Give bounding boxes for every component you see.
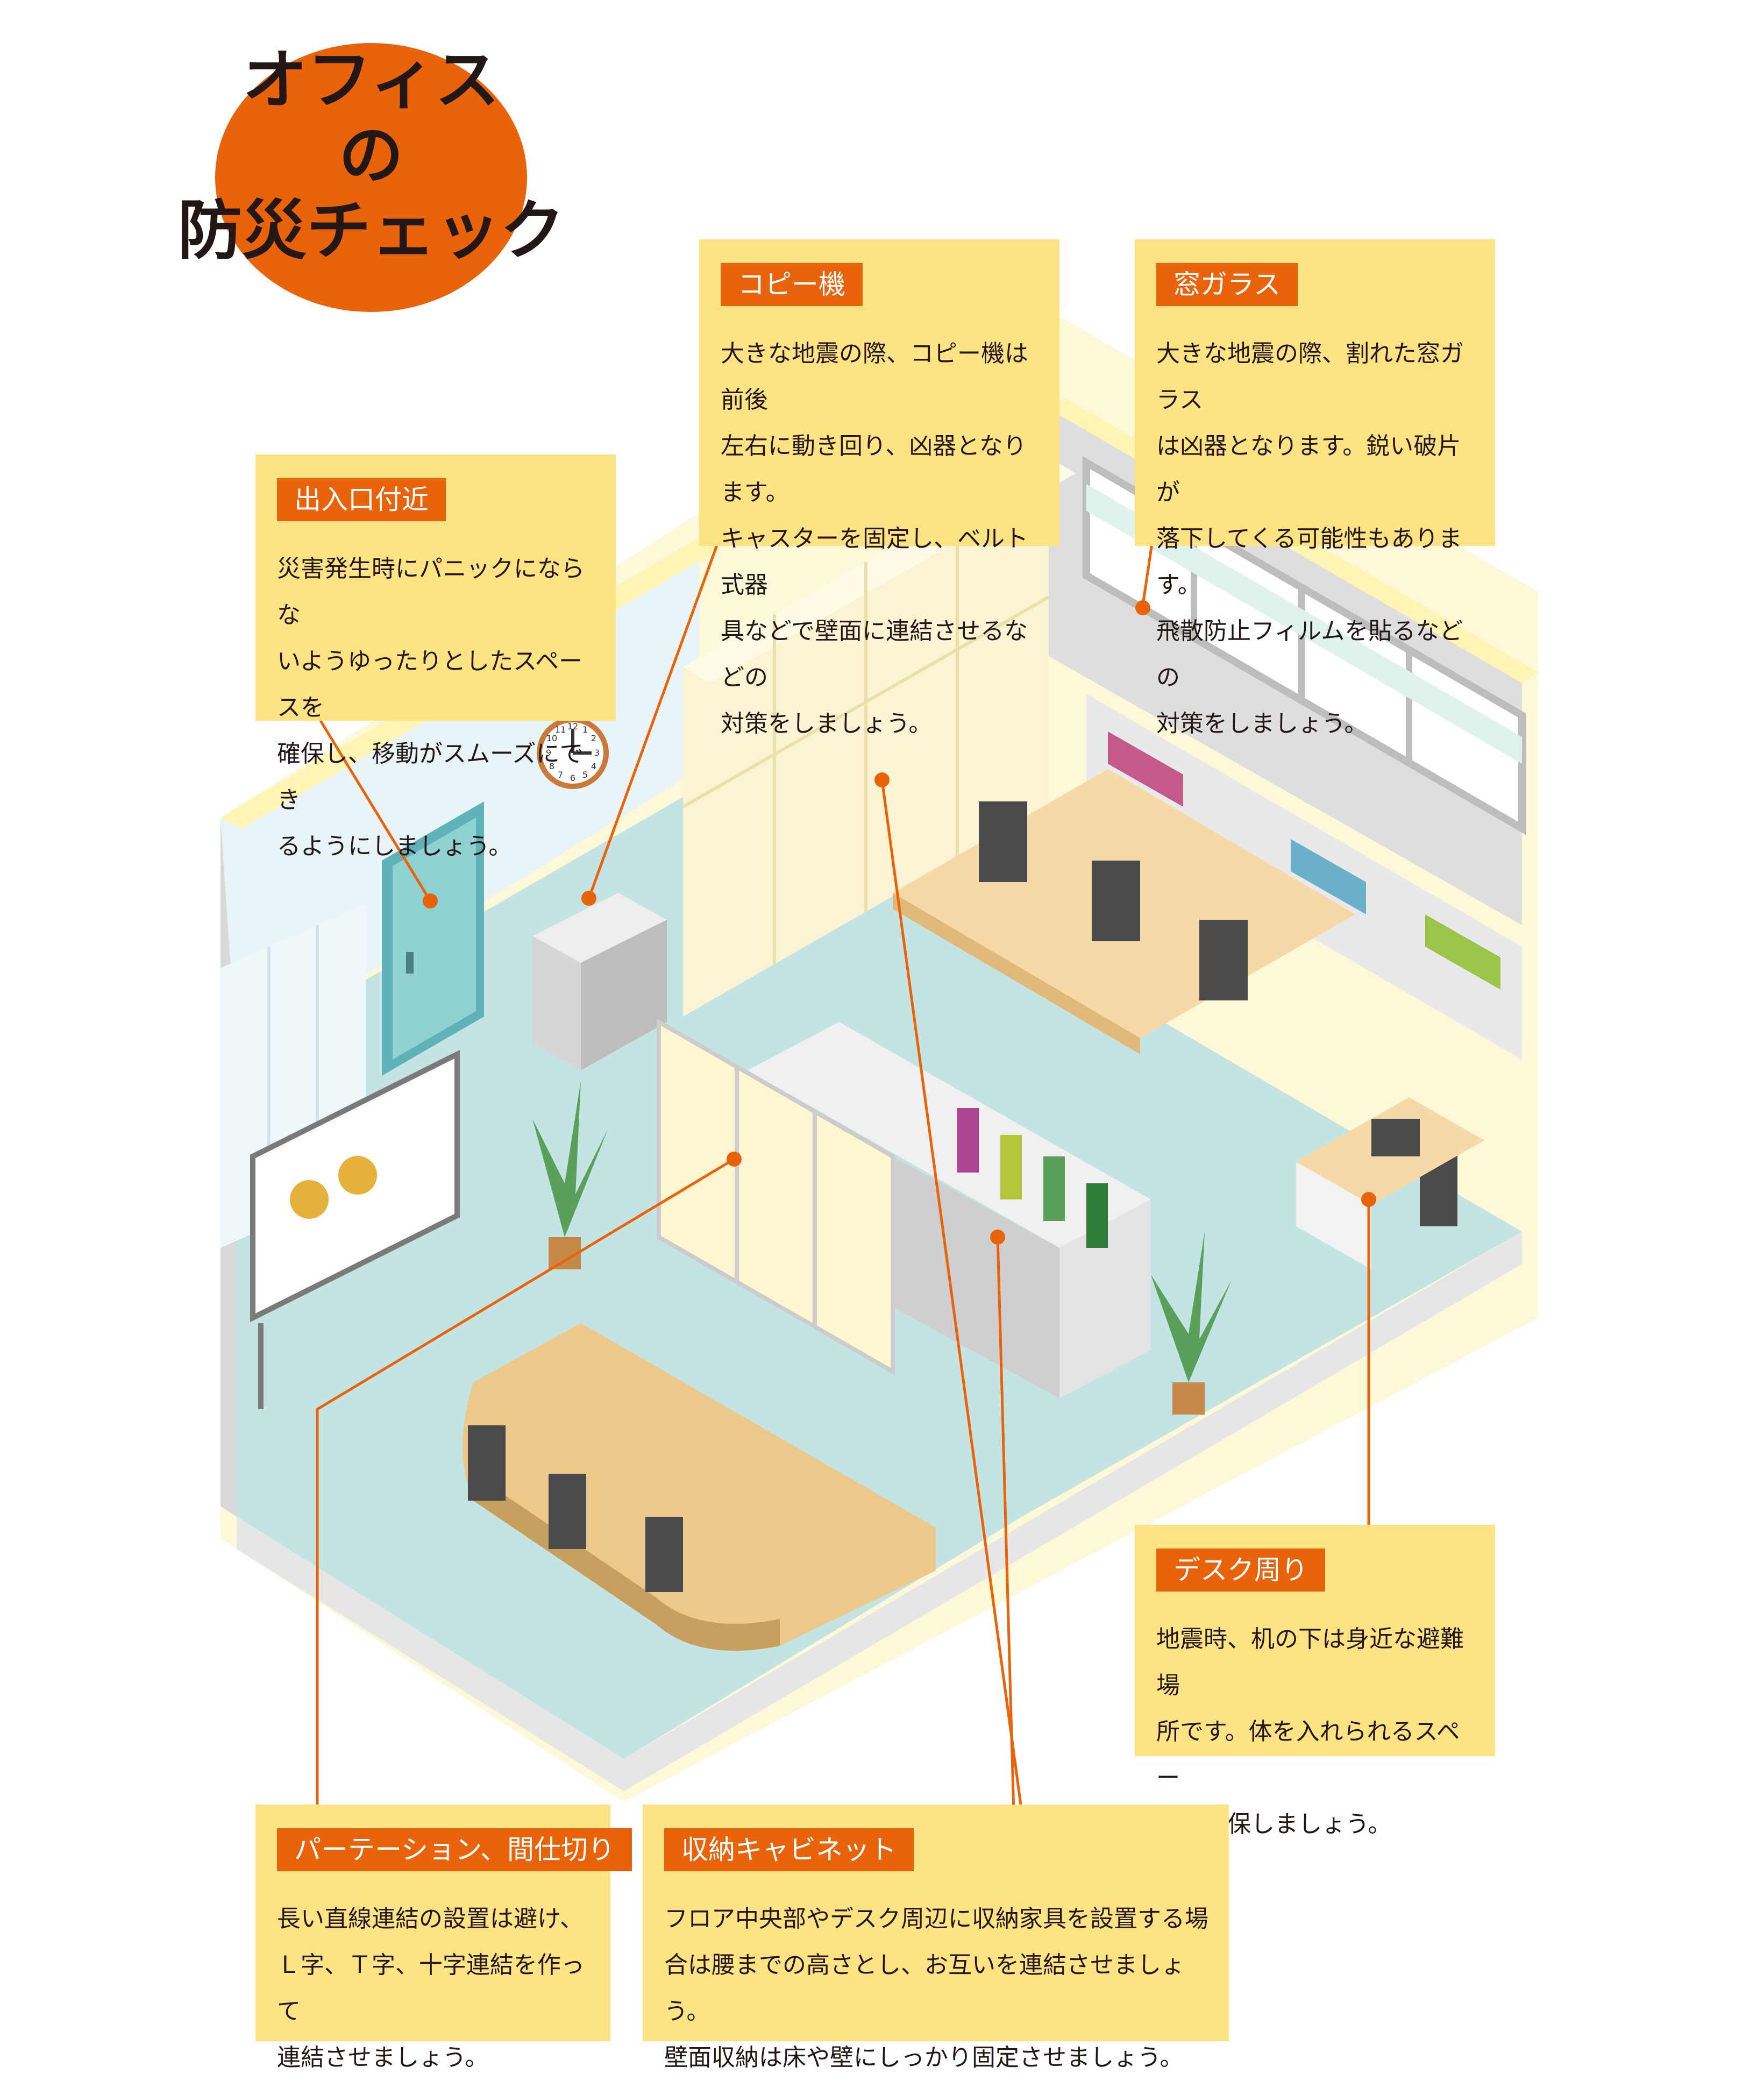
potted-plant	[1151, 1232, 1232, 1415]
low-storage-cabinet	[748, 1022, 1151, 1398]
clock-numeral: 1	[582, 725, 588, 735]
page-title: オフィス の 防災チェック	[161, 43, 581, 269]
clock-numeral: 9	[546, 748, 551, 758]
clock-numeral: 7	[558, 770, 563, 780]
wall-clock	[537, 717, 609, 789]
card-text: 長い直線連結の設置は避け、 Ｌ字、Ｔ字、十字連結を作って 連結させましょう。	[277, 1905, 585, 2071]
card-text: 大きな地震の際、割れた窓ガラス は凶器となります。鋭い破片が 落下してくる可能性…	[1156, 340, 1464, 737]
window-glass	[1083, 456, 1526, 835]
card-text: 大きな地震の際、コピー機は前後 左右に動き回り、凶器となります。 キャスターを固…	[721, 340, 1028, 737]
clock-numeral: 8	[549, 761, 554, 771]
title-badge	[215, 43, 527, 312]
card-text: 災害発生時にパニックにならな いようゆったりとしたスペースを 確保し、移動がスム…	[277, 555, 585, 860]
card-desk: デスク周り 地震時、机の下は身近な避難場 所です。体を入れられるスペー スを確保…	[1135, 1525, 1495, 1838]
leader-dots	[423, 600, 1376, 1245]
card-label: パーテーション、間仕切り	[277, 1828, 632, 1871]
card-cabinet: 収納キャビネット フロア中央部やデスク周辺に収納家具を設置する場 合は腰までの高…	[643, 1805, 1229, 2071]
clock-numeral: 2	[591, 733, 596, 743]
card-label: デスク周り	[1156, 1549, 1325, 1592]
leader-lines	[316, 532, 1370, 1823]
card-label: 出入口付近	[277, 478, 446, 521]
office-chairs	[468, 1151, 1457, 1592]
clock-numerals: 12 1 2 3 4 5 6 7 8 9 10 11	[546, 721, 600, 783]
clock-numeral: 4	[591, 761, 596, 771]
card-label: コピー機	[721, 263, 863, 306]
partition-panels	[657, 1018, 895, 1375]
bookshelves	[1086, 694, 1522, 1060]
title-line: の	[339, 118, 403, 193]
copier	[532, 893, 667, 1070]
card-label: 収納キャビネット	[664, 1828, 914, 1871]
clock-numeral: 5	[582, 770, 588, 780]
card-text: フロア中央部やデスク周辺に収納家具を設置する場 合は腰までの高さとし、お互いを連…	[664, 1905, 1208, 2071]
title-line: オフィス	[243, 43, 500, 118]
card-copier: コピー機 大きな地震の際、コピー機は前後 左右に動き回り、凶器となります。 キャ…	[699, 239, 1059, 737]
side-desk	[1296, 1097, 1484, 1269]
card-label: 窓ガラス	[1156, 263, 1298, 306]
card-entrance: 出入口付近 災害発生時にパニックにならな いようゆったりとしたスペースを 確保し…	[255, 454, 616, 860]
card-partition: パーテーション、間仕切り 長い直線連結の設置は避け、 Ｌ字、Ｔ字、十字連結を作っ…	[255, 1805, 632, 2071]
clock-numeral: 3	[594, 748, 600, 758]
clock-numeral: 6	[570, 773, 575, 783]
card-window: 窓ガラス 大きな地震の際、割れた窓ガラス は凶器となります。鋭い破片が 落下して…	[1135, 239, 1495, 737]
clock-numeral: 10	[546, 733, 557, 743]
clock-numeral: 11	[555, 725, 566, 735]
entrance-door	[382, 801, 484, 1076]
meeting-table	[463, 1323, 936, 1651]
whiteboard	[250, 1049, 460, 1409]
title-line: 防災チェック	[177, 194, 565, 268]
clock-numeral: 12	[567, 721, 578, 731]
workstation-desks	[893, 769, 1355, 1054]
